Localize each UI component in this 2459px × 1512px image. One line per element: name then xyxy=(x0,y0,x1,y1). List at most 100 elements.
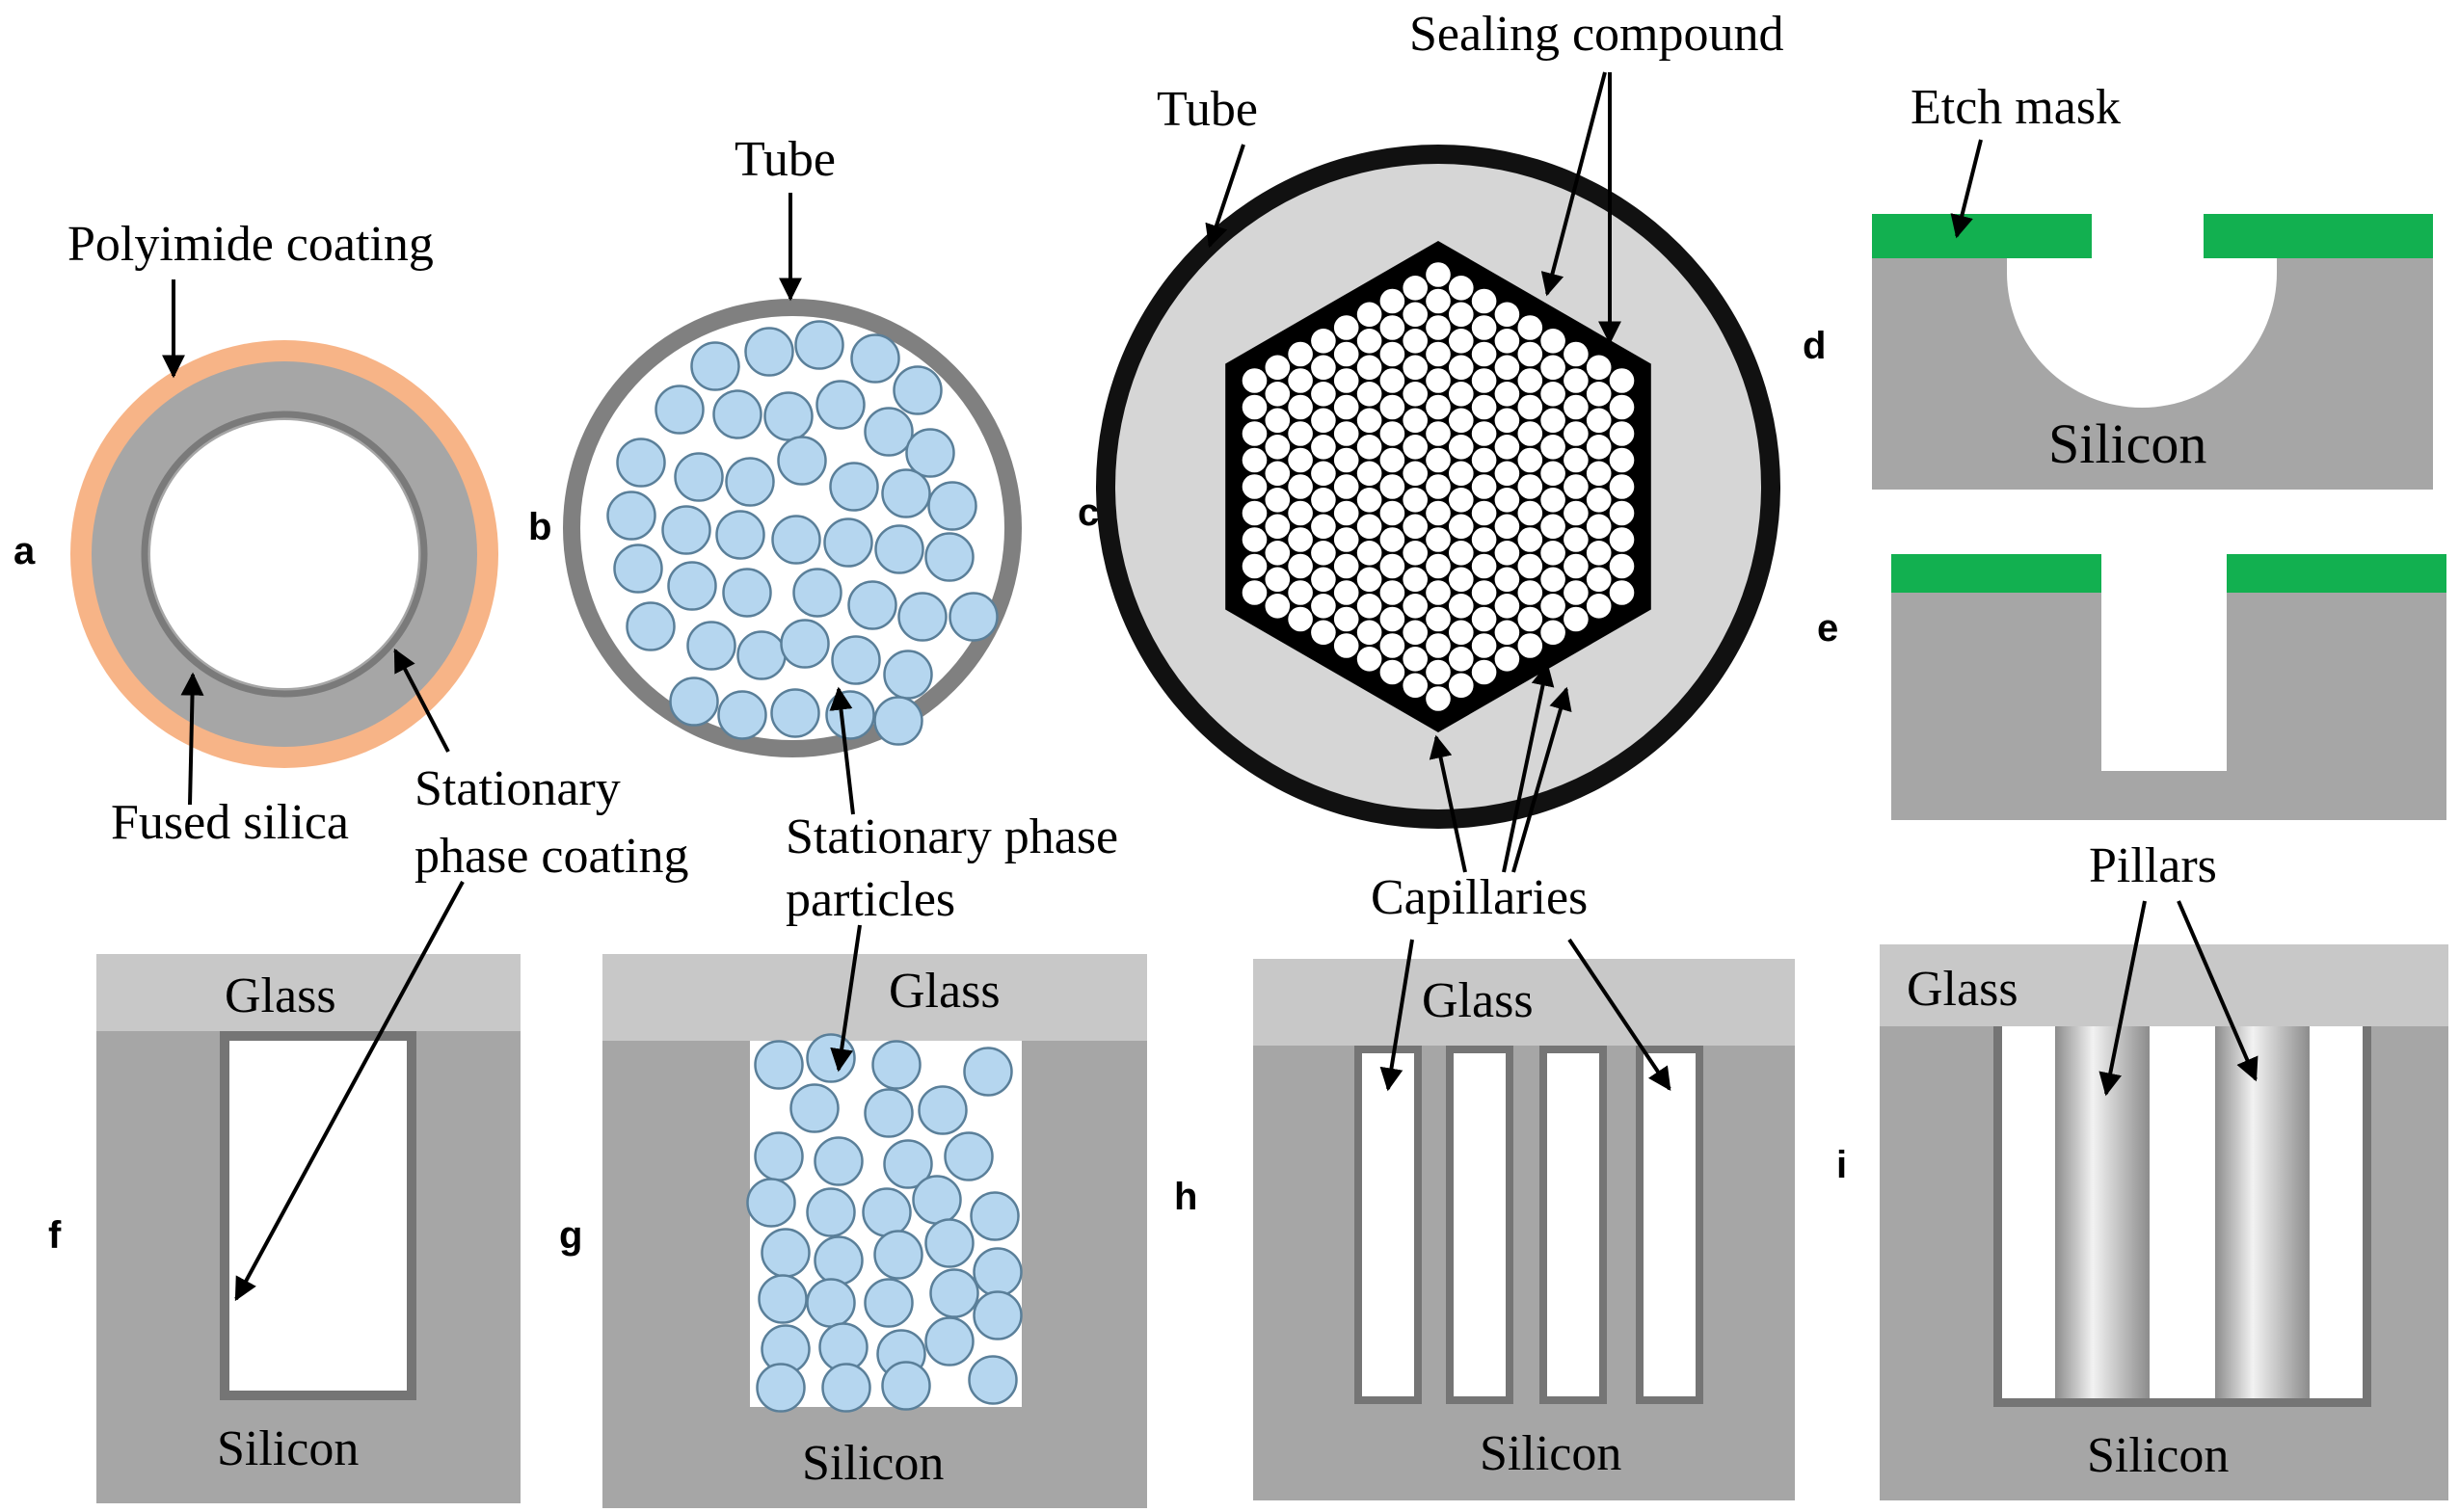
capillary xyxy=(1356,355,1382,381)
capillary xyxy=(1609,394,1635,420)
capillary xyxy=(1471,421,1497,446)
particle xyxy=(831,635,881,685)
capillary xyxy=(1333,553,1359,579)
capillary xyxy=(1356,541,1382,566)
capillary xyxy=(1564,368,1589,393)
capillary xyxy=(1403,461,1428,487)
capillary xyxy=(1311,488,1336,513)
panel-letter-i: i xyxy=(1836,1144,1847,1186)
capillary xyxy=(1449,514,1474,540)
capillary xyxy=(1586,408,1612,434)
capillary xyxy=(1449,673,1474,699)
particle xyxy=(686,621,736,671)
pillars-label: Pillars xyxy=(2089,838,2217,893)
panel-letter-a: a xyxy=(13,530,36,572)
particle xyxy=(756,1363,806,1413)
channel xyxy=(1362,1053,1414,1396)
capillary xyxy=(1564,500,1589,526)
capillaries-arrow-c2 xyxy=(1502,662,1555,873)
capillary xyxy=(1564,580,1589,605)
panel-letter-b: b xyxy=(528,506,551,548)
capillaries-arrow-h1 xyxy=(1379,939,1414,1092)
capillary xyxy=(1356,514,1382,540)
capillary xyxy=(1564,527,1589,552)
capillary xyxy=(1403,647,1428,672)
capillary xyxy=(1471,368,1497,393)
capillary xyxy=(1426,500,1451,526)
capillary xyxy=(1242,553,1268,579)
capillary xyxy=(1265,382,1291,407)
capillary xyxy=(1333,368,1359,393)
capillary xyxy=(1379,315,1405,340)
particle xyxy=(862,1187,912,1237)
capillary xyxy=(1265,408,1291,434)
capillary xyxy=(1494,647,1520,672)
capillary xyxy=(1426,553,1451,579)
particle xyxy=(821,1363,871,1413)
capillary xyxy=(1356,435,1382,460)
particle xyxy=(825,690,875,740)
capillary xyxy=(1379,633,1405,658)
capillary xyxy=(1494,461,1520,487)
particle xyxy=(717,690,767,740)
capillary xyxy=(1403,514,1428,540)
open-channel-f xyxy=(229,1041,407,1391)
capillary xyxy=(1494,435,1520,460)
particle xyxy=(881,1361,931,1411)
particle xyxy=(944,1131,994,1181)
capillary xyxy=(1449,355,1474,381)
pillar-2 xyxy=(2215,1026,2310,1398)
particle xyxy=(794,320,844,370)
capillary xyxy=(1540,329,1565,354)
capillary xyxy=(1426,686,1451,711)
capillary xyxy=(1449,276,1474,301)
capillary xyxy=(1471,633,1497,658)
particle xyxy=(674,452,724,502)
capillary xyxy=(1471,288,1497,314)
capillary xyxy=(1471,659,1497,685)
capillary xyxy=(1471,341,1497,367)
particle xyxy=(616,438,666,488)
capillary xyxy=(1333,580,1359,605)
capillary xyxy=(1494,302,1520,328)
capillary xyxy=(1356,620,1382,646)
capillary xyxy=(1333,341,1359,367)
capillary xyxy=(1426,315,1451,340)
particle xyxy=(924,1316,975,1366)
capillary xyxy=(1586,355,1612,381)
particle xyxy=(970,1191,1020,1241)
capillary xyxy=(1449,382,1474,407)
capillary xyxy=(1517,500,1543,526)
capillary xyxy=(1426,262,1451,287)
capillary xyxy=(1517,421,1543,446)
particle xyxy=(661,505,711,555)
capillary xyxy=(1288,527,1313,552)
capillary xyxy=(1356,408,1382,434)
capillary xyxy=(1540,567,1565,593)
capillary xyxy=(1586,567,1612,593)
capillary xyxy=(1449,541,1474,566)
particle xyxy=(712,389,762,439)
capillary xyxy=(1449,435,1474,460)
capillary xyxy=(1494,329,1520,354)
silicon-label-g: Silicon xyxy=(802,1436,944,1491)
capillary xyxy=(1333,421,1359,446)
capillary xyxy=(1356,302,1382,328)
capillary xyxy=(1242,580,1268,605)
capillary xyxy=(1449,567,1474,593)
capillary xyxy=(1379,447,1405,473)
capillary xyxy=(1494,541,1520,566)
fused-silica-label: Fused silica xyxy=(111,795,349,850)
particle xyxy=(949,592,999,642)
sealing-arrow-1 xyxy=(1540,71,1607,297)
particle xyxy=(912,1175,962,1225)
capillary xyxy=(1403,594,1428,619)
etch-mask-label: Etch mask xyxy=(1911,80,2121,135)
particle xyxy=(924,1218,975,1268)
capillary xyxy=(1494,382,1520,407)
capillary xyxy=(1333,474,1359,499)
capillary xyxy=(1564,421,1589,446)
capillary xyxy=(1356,567,1382,593)
capillary xyxy=(1517,368,1543,393)
particle xyxy=(893,365,943,415)
